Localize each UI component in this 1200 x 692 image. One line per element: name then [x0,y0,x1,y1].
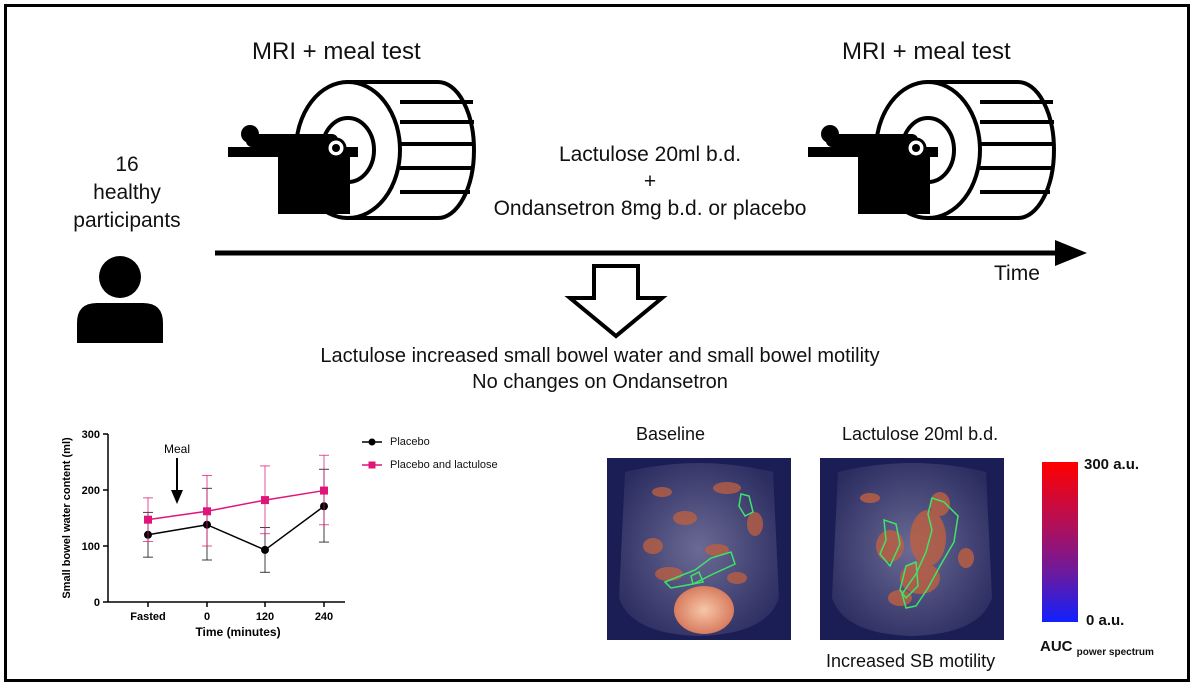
colorbar-min-label: 0 a.u. [1086,612,1125,629]
treatment-line2: + [643,170,657,193]
legend-item-lactulose: Placebo and lactulose [362,459,498,471]
data-point [261,545,269,554]
data-point [261,496,269,505]
result-line1: Lactulose increased small bowel water an… [320,345,880,367]
mri-right-label: MRI + meal test [842,38,1011,65]
colorbar-max-label: 300 a.u. [1084,456,1140,473]
legend-marker-lactulose [362,461,382,469]
figure-frame [4,4,1190,682]
x-tick-label: 240 [315,611,333,623]
participants-count: 16 [115,153,139,176]
legend-marker-placebo [362,438,382,446]
x-tick-label: Fasted [130,611,165,623]
meal-arrow-head [171,490,183,504]
colorbar-title: AUC power spectrum [1040,638,1154,658]
y-tick-label: 200 [82,485,100,497]
y-axis-label: Small bowel water content (ml) [61,437,73,599]
timeline-arrow [215,240,1087,266]
legend-label-lactulose: Placebo and lactulose [390,459,498,471]
data-point [203,507,211,516]
colorbar-title-main: AUC [1040,638,1073,655]
mri-scanner-icon-left [228,80,476,220]
x-axis-label: Time (minutes) [195,625,280,639]
x-tick-label: 120 [256,611,274,623]
mri-scanner-icon-right [808,80,1056,220]
participants-line2: healthy [93,181,161,204]
legend-item-placebo: Placebo [362,436,430,448]
meal-annotation-label: Meal [164,442,190,456]
colorbar-title-subscript: power spectrum [1076,647,1154,658]
y-tick-label: 0 [94,597,100,609]
y-tick-label: 300 [82,429,100,441]
treatment-line1: Lactulose 20ml b.d. [558,143,742,166]
color-scale-bar [1042,462,1078,622]
mri-left-label: MRI + meal test [252,38,421,65]
legend-label-placebo: Placebo [390,436,430,448]
data-point [144,515,152,524]
baseline-mri-image [607,458,791,640]
participants-line3: participants [73,209,181,232]
x-tick-label: 0 [204,611,210,623]
lactulose-label: Lactulose 20ml b.d. [842,424,999,444]
data-point [320,486,328,495]
lactulose-mri-image [820,458,1004,640]
y-tick-label: 100 [82,541,100,553]
increased-motility-label: Increased SB motility [826,651,996,671]
person-icon [77,256,163,343]
baseline-label: Baseline [636,424,706,444]
down-arrow-icon [564,264,668,339]
treatment-line3: Ondansetron 8mg b.d. or placebo [493,197,807,220]
time-label: Time [994,262,1040,285]
series-line [147,489,325,521]
series-line [147,505,325,551]
result-line2: No changes on Ondansetron [472,371,728,393]
